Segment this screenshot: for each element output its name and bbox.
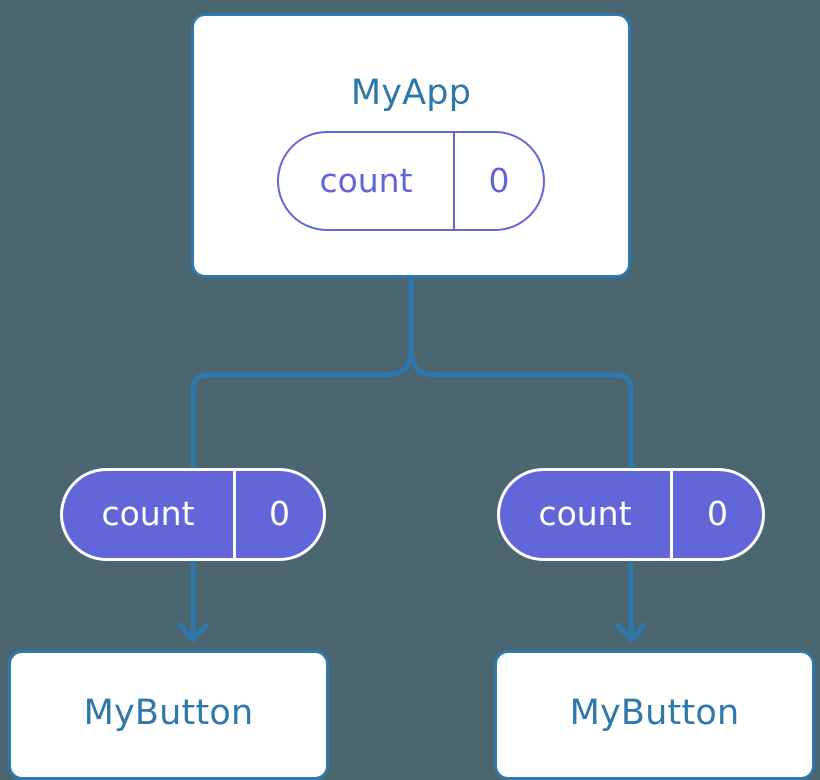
component-label-myapp: MyApp	[350, 73, 472, 113]
branch-left-line	[190, 346, 414, 468]
prop-pill-left[interactable]: count 0	[60, 468, 326, 561]
prop-pill-value: 0	[269, 494, 290, 533]
arrow-down-icon-left	[177, 622, 209, 643]
component-box-mybutton-left[interactable]: MyButton	[8, 650, 329, 780]
state-pill-key: count	[279, 133, 455, 229]
component-label-mybutton-left: MyButton	[83, 693, 254, 733]
arrow-down-icon-right	[615, 622, 647, 643]
prop-pill-right[interactable]: count 0	[497, 468, 765, 561]
prop-pill-key: count	[500, 471, 673, 558]
state-pill-myapp[interactable]: count 0	[277, 131, 545, 231]
prop-pill-key: count	[63, 471, 236, 558]
state-pill-value: 0	[488, 160, 510, 200]
branch-right-line	[408, 346, 634, 468]
component-label-mybutton-right: MyButton	[569, 693, 740, 733]
prop-pill-value: 0	[707, 494, 728, 533]
component-box-mybutton-right[interactable]: MyButton	[494, 650, 815, 780]
